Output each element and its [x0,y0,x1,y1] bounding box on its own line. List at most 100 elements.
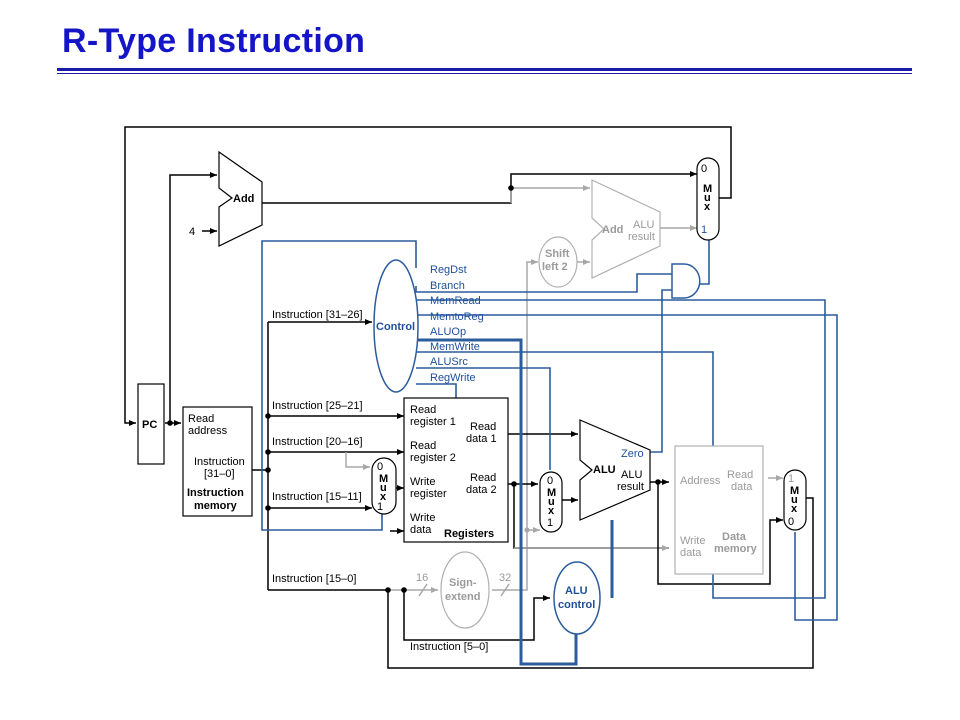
data-memory: Address Read data Write data Data memory [674,445,764,575]
svg-text:Read: Read [470,421,496,433]
main-alu: ALU Zero ALU result [579,419,651,521]
svg-text:left 2: left 2 [542,261,568,273]
title-underline [57,68,912,71]
svg-text:M: M [703,183,712,195]
svg-text:1: 1 [788,473,794,485]
svg-text:ALU: ALU [565,585,588,597]
svg-text:x: x [380,491,387,503]
sign-extend: Sign- extend 16 32 [416,551,511,629]
const-four-label: 4 [189,226,195,238]
control-unit: Control [373,259,419,393]
pc-adder: Add [218,150,263,247]
svg-text:[31–0]: [31–0] [204,468,235,480]
signal-memtoreg: MemtoReg [430,311,484,323]
svg-text:ALU: ALU [633,219,654,231]
svg-text:Shift: Shift [545,248,570,260]
svg-text:32: 32 [499,572,511,584]
signal-regdst: RegDst [430,264,467,276]
signal-memwrite: MemWrite [430,341,480,353]
slide-title: R-Type Instruction [62,22,366,60]
instr-15-0-label: Instruction [15–0] [272,573,356,585]
svg-text:1: 1 [377,501,383,513]
signal-memread: MemRead [430,295,481,307]
svg-text:u: u [704,192,711,204]
signal-alusrc: ALUSrc [430,356,468,368]
svg-text:1: 1 [547,517,553,529]
svg-text:Read: Read [410,440,436,452]
svg-text:register 2: register 2 [410,452,456,464]
svg-text:Add: Add [602,224,623,236]
svg-text:Registers: Registers [444,528,494,540]
title-underline-thin [57,73,912,74]
instr-31-26-label: Instruction [31–26] [272,309,363,321]
svg-text:M: M [547,487,556,499]
svg-text:0: 0 [788,516,794,528]
svg-text:memory: memory [194,500,238,512]
svg-text:result: result [617,481,644,493]
svg-text:16: 16 [416,572,428,584]
svg-text:control: control [558,599,595,611]
instr-5-0-label: Instruction [5–0] [410,641,488,653]
shift-left-2: Shift left 2 [538,236,578,288]
pcsrc-mux: 0 M u x 1 [696,157,720,241]
svg-text:data 1: data 1 [466,433,497,445]
svg-text:Write: Write [410,476,435,488]
svg-text:memory: memory [714,543,758,555]
svg-text:register 1: register 1 [410,416,456,428]
svg-text:Instruction: Instruction [187,487,244,499]
svg-text:Read: Read [410,404,436,416]
svg-text:x: x [548,505,555,517]
alusrc-mux: 0 M u x 1 [539,471,563,533]
svg-text:data: data [680,547,702,559]
pc-register: PC [137,383,165,465]
alu-control: ALU control [553,561,601,635]
svg-text:Write: Write [680,535,705,547]
svg-text:Control: Control [376,321,415,333]
instr-15-11-label: Instruction [15–11] [272,491,362,503]
instr-25-21-label: Instruction [25–21] [272,400,363,412]
svg-text:register: register [410,488,447,500]
svg-text:Write: Write [410,512,435,524]
svg-text:Instruction: Instruction [194,456,245,468]
svg-text:u: u [380,482,387,494]
svg-text:data: data [410,524,432,536]
regdst-mux: 0 M u x 1 [371,457,397,515]
svg-text:Address: Address [680,475,721,487]
svg-text:0: 0 [701,163,707,175]
instr-20-16-label: Instruction [20–16] [272,436,363,448]
svg-text:data: data [731,481,753,493]
svg-text:address: address [188,425,228,437]
branch-and-gate [671,263,701,299]
svg-text:0: 0 [547,475,553,487]
branch-adder: Add ALU result [591,179,661,279]
svg-text:Read: Read [470,472,496,484]
control-wires [261,240,838,666]
svg-text:ALU: ALU [593,464,616,476]
svg-text:extend: extend [445,591,480,603]
svg-text:x: x [791,503,798,515]
signal-regwrite: RegWrite [430,372,476,384]
svg-text:u: u [791,494,798,506]
svg-text:u: u [548,496,555,508]
signal-branch: Branch [430,280,465,292]
svg-text:1: 1 [701,224,707,236]
datapath-wires [124,126,814,669]
svg-text:Zero: Zero [621,448,644,460]
svg-text:M: M [379,473,388,485]
svg-text:Read: Read [188,413,214,425]
svg-text:Read: Read [727,469,753,481]
signal-aluop: ALUOp [430,326,466,338]
svg-text:Sign-: Sign- [449,577,477,589]
svg-text:PC: PC [142,419,157,431]
instruction-memory: Read address Instruction [31–0] Instruct… [182,406,253,517]
svg-text:ALU: ALU [621,469,642,481]
control-signal-labels: RegDst Branch MemRead MemtoReg ALUOp Mem… [430,264,484,384]
junction-dots [167,185,661,593]
svg-text:Add: Add [233,193,254,205]
memtoreg-mux: 1 M u x 0 [783,469,807,531]
register-file: Read register 1 Read register 2 Write re… [403,397,509,543]
svg-text:data 2: data 2 [466,484,497,496]
svg-text:M: M [790,485,799,497]
svg-text:Data: Data [722,531,747,543]
